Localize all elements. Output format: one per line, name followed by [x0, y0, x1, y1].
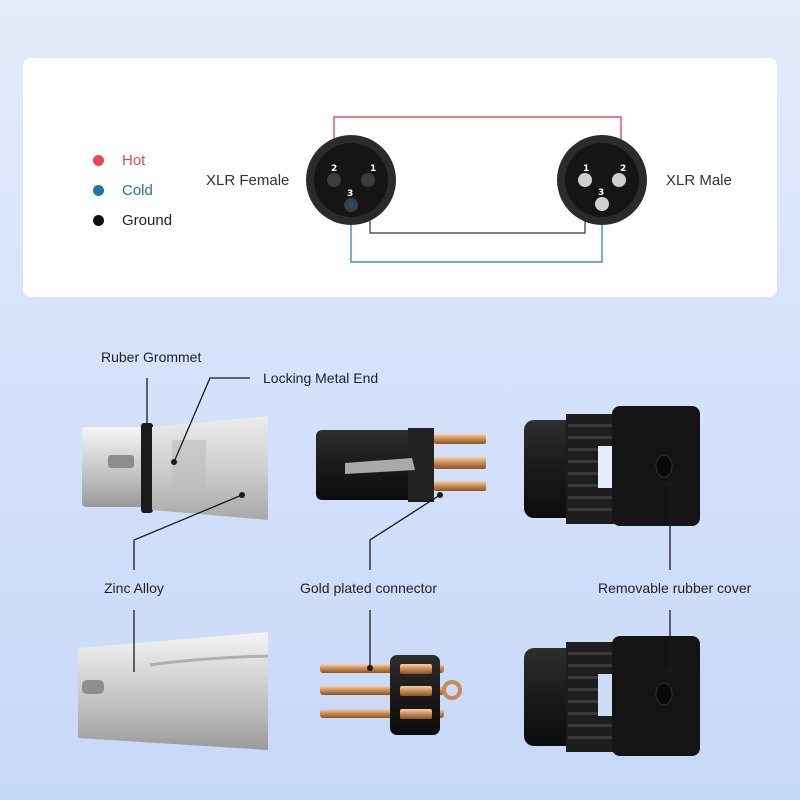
callout-dot	[239, 492, 245, 498]
cold-wire	[350, 204, 603, 263]
hot-dot-icon	[93, 154, 104, 166]
female-pin-label: 3	[347, 189, 353, 199]
cold-dot-icon	[93, 184, 104, 196]
female-pin-label: 1	[370, 164, 376, 174]
xlr-male-label: XLR Male	[666, 172, 732, 189]
male-pin-label: 1	[583, 164, 589, 174]
locking-callout-line	[173, 377, 250, 463]
wiring-card: Hot Cold Ground XLR Female XLR Male	[23, 58, 777, 297]
female-insert-icon	[316, 428, 486, 502]
callout-dot	[367, 665, 373, 671]
legend-label-ground: Ground	[122, 211, 173, 229]
rubber-cover-icon	[524, 406, 700, 526]
male-pin-insert-icon	[320, 655, 462, 735]
xlr-female-label: XLR Female	[206, 172, 290, 189]
legend-item-ground: Ground	[93, 210, 172, 230]
callout-dot	[171, 459, 177, 465]
ground-dot-icon	[93, 214, 104, 226]
female-pin-label: 2	[331, 164, 337, 174]
legend-item-hot: Hot	[93, 150, 145, 170]
callout-dot	[667, 667, 673, 673]
removable-rubber-cover-label: Removable rubber cover	[598, 580, 752, 596]
xlr-male-face-icon: 1 2 3	[557, 135, 647, 225]
legend-item-cold: Cold	[93, 180, 153, 200]
male-pin-label: 3	[598, 188, 604, 198]
callout-lines	[133, 377, 671, 672]
grommet-label: Ruber Grommet	[101, 349, 202, 365]
legend-label-cold: Cold	[122, 181, 153, 199]
callout-dot	[437, 492, 443, 498]
legend-label-hot: Hot	[122, 151, 146, 169]
xlr-female-face-icon: 2 1 3	[306, 135, 396, 225]
gold-callout-line	[369, 494, 441, 570]
metal-shell-icon	[78, 632, 269, 750]
gold-plated-connector-label: Gold plated connector	[300, 580, 437, 596]
male-pin-label: 2	[620, 164, 626, 174]
metal-housing-icon	[82, 416, 268, 520]
rubber-cover-icon	[524, 636, 700, 756]
locking-metal-end-label: Locking Metal End	[263, 370, 379, 386]
zinc-alloy-label: Zinc Alloy	[104, 580, 164, 596]
callout-dot	[667, 481, 673, 487]
zinc-callout-line	[133, 494, 243, 570]
